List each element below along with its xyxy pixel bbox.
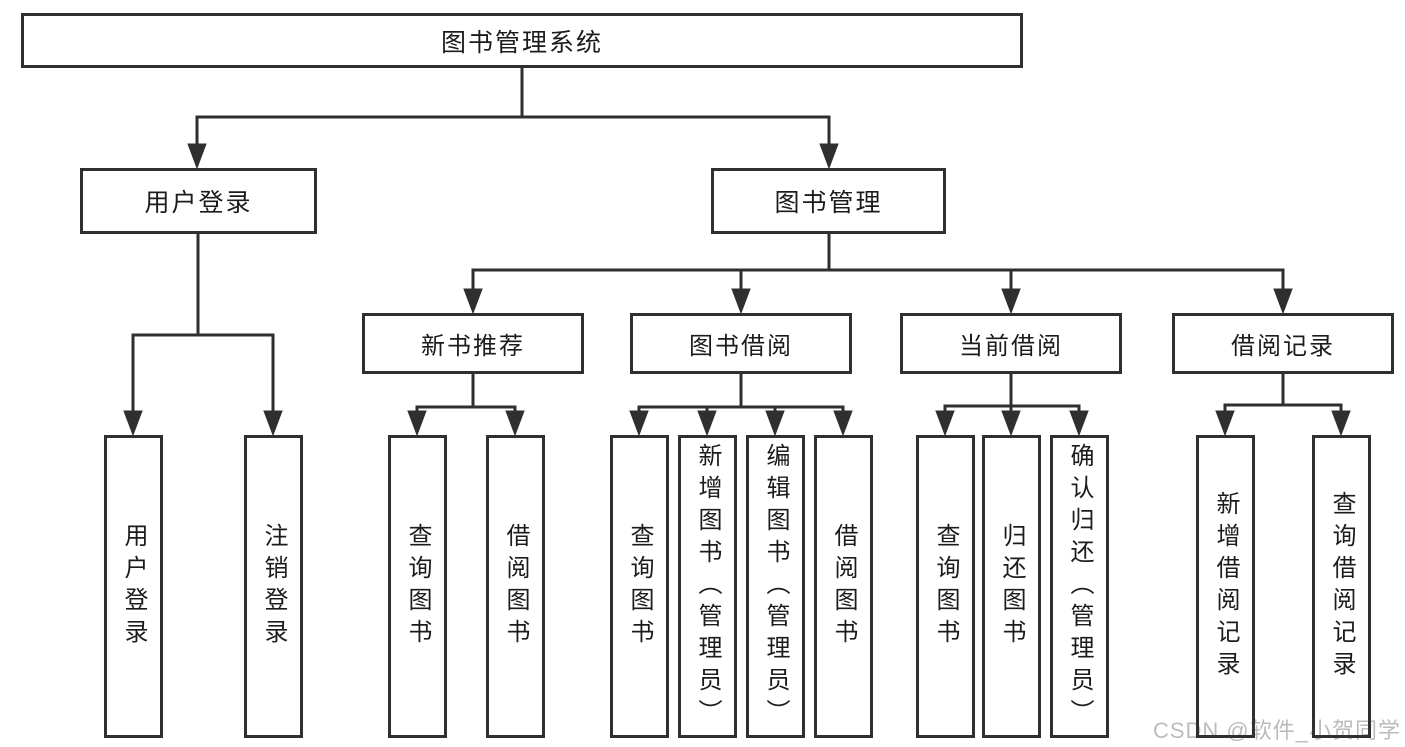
box-book-borrow: 图书借阅	[630, 313, 852, 374]
leaf-query-book-borrow: 查询图书	[610, 435, 669, 738]
box-current-borrow: 当前借阅	[900, 313, 1122, 374]
leaf-user-login: 用户登录	[104, 435, 163, 738]
leaf-borrow-book: 借阅图书	[814, 435, 873, 738]
box-borrow-records: 借阅记录	[1172, 313, 1394, 374]
leaf-add-book-admin: 新增图书（管理员）	[678, 435, 737, 738]
leaf-logout: 注销登录	[244, 435, 303, 738]
box-new-book-recommend: 新书推荐	[362, 313, 584, 374]
box-book-management: 图书管理	[711, 168, 946, 234]
leaf-query-book-current: 查询图书	[916, 435, 975, 738]
leaf-query-borrow-record: 查询借阅记录	[1312, 435, 1371, 738]
leaf-borrow-book-recommend: 借阅图书	[486, 435, 545, 738]
leaf-add-borrow-record: 新增借阅记录	[1196, 435, 1255, 738]
csdn-watermark: CSDN @软件_小贺同学	[1152, 718, 1401, 743]
leaf-return-book: 归还图书	[982, 435, 1041, 738]
leaf-edit-book-admin: 编辑图书（管理员）	[746, 435, 805, 738]
box-system-root: 图书管理系统	[21, 13, 1023, 68]
leaf-query-book-recommend: 查询图书	[388, 435, 447, 738]
box-user-login: 用户登录	[80, 168, 317, 234]
leaf-confirm-return-admin: 确认归还（管理员）	[1050, 435, 1109, 738]
